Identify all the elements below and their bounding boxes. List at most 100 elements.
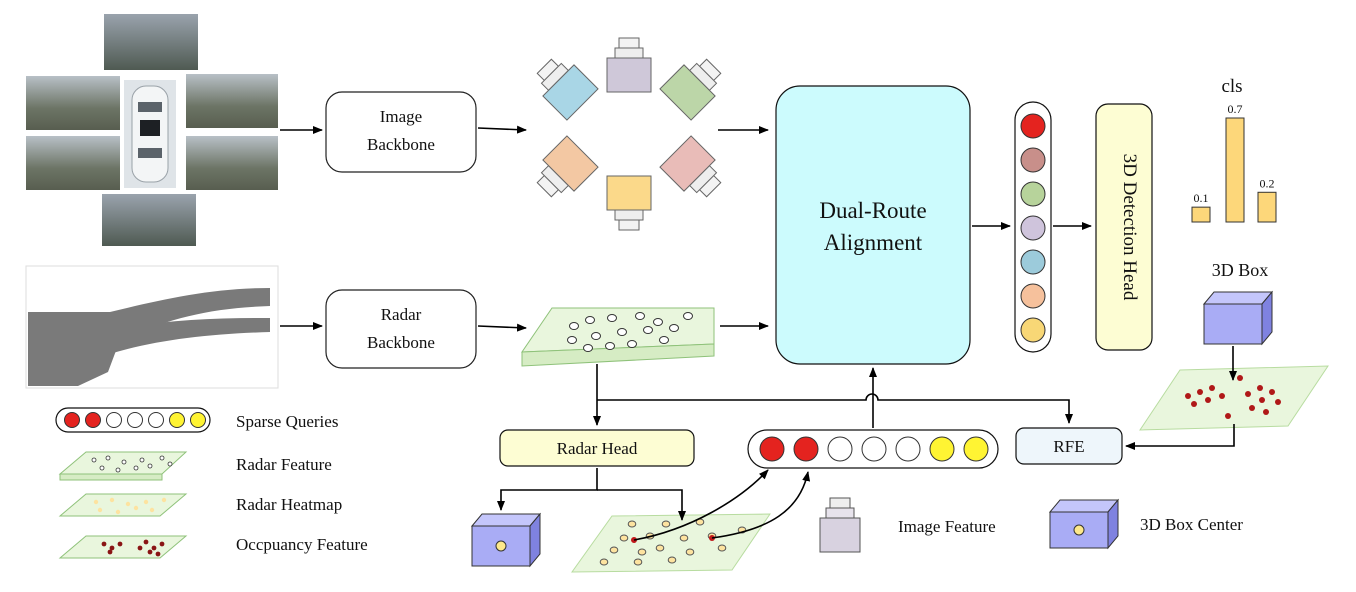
heatmap-point (679, 534, 689, 542)
query-column-dot (1020, 113, 1046, 139)
radar-head-label: Radar Head (557, 439, 638, 458)
sparse-query-dot (963, 436, 989, 462)
heatmap-point (717, 544, 727, 552)
legend-point (139, 457, 145, 463)
heatmap-point (609, 546, 619, 554)
legend-point (161, 497, 167, 503)
occupancy-point (1245, 391, 1251, 397)
legend-point (105, 455, 111, 461)
legend-occupancy-feature: Occpuancy Feature (58, 535, 368, 559)
query-column-dot (1020, 215, 1046, 241)
sparse-query-dot (895, 436, 921, 462)
heatmap-point (627, 520, 637, 528)
query-column-dot (1020, 317, 1046, 343)
radar-point (591, 332, 601, 340)
radar-point (659, 336, 669, 344)
legend-box-center: 3D Box Center (1048, 498, 1243, 550)
occupancy-point (1249, 405, 1255, 411)
legend-point (143, 539, 149, 545)
radar-point (617, 328, 627, 336)
camera-back-left (26, 136, 120, 190)
heatmap-point (655, 544, 665, 552)
sparse-query-dot (929, 436, 955, 462)
legend-query-dot (148, 412, 164, 428)
detection-head-label: 3D Detection Head (1119, 154, 1140, 301)
legend-point (143, 499, 149, 505)
radar-backbone-line2: Backbone (367, 333, 435, 352)
dual-route-line1: Dual-Route (819, 198, 926, 223)
connectors (280, 125, 1237, 541)
legend-point (137, 545, 143, 551)
camera-front-right (186, 74, 278, 128)
radar-point (567, 336, 577, 344)
radar-point (583, 344, 593, 352)
cls-bar-label: 0.2 (1260, 176, 1275, 190)
occupancy-point (1197, 389, 1203, 395)
heatmap-point (633, 558, 643, 566)
cls-chart: cls 0.10.70.2 (1191, 76, 1277, 223)
image-feature-stack-icon (536, 58, 599, 121)
radar-bev-image (25, 265, 279, 389)
radar-point (669, 324, 679, 332)
legend-sparse-queries: Sparse Queries (55, 407, 338, 433)
box-title: 3D Box (1212, 260, 1269, 280)
legend-point (109, 545, 115, 551)
occupancy-point (1205, 397, 1211, 403)
legend-point (125, 501, 131, 507)
heatmap-point (619, 534, 629, 542)
radar-point (605, 342, 615, 350)
radar-point (569, 322, 579, 330)
radar-point (643, 326, 653, 334)
legend-radar-feature-label: Radar Feature (236, 455, 332, 474)
radar-point (635, 312, 645, 320)
legend-radar-feature: Radar Feature (58, 451, 332, 481)
cls-bar-label: 0.1 (1194, 191, 1209, 205)
image-feature-stacks (536, 37, 722, 231)
sparse-query-row (747, 429, 999, 469)
query-column-dot (1020, 147, 1046, 173)
legend-occupancy-feature-label: Occpuancy Feature (236, 535, 368, 554)
legend-point (133, 465, 139, 471)
legend-query-dot (169, 412, 185, 428)
legend-point (97, 507, 103, 513)
query-column-dot (1020, 181, 1046, 207)
camera-back-right (186, 136, 278, 190)
heatmap-point (637, 548, 647, 556)
image-backbone-block: Image Backbone (325, 91, 477, 173)
legend-point (151, 545, 157, 551)
occupancy-point (1209, 385, 1215, 391)
image-feature-stack-icon (606, 37, 652, 93)
image-backbone-line2: Backbone (367, 135, 435, 154)
radar-backbone-block: Radar Backbone (325, 289, 477, 369)
image-feature-stack-icon (659, 135, 722, 198)
legend-point (147, 463, 153, 469)
legend-query-dot (190, 412, 206, 428)
occupancy-plane-right (1139, 365, 1329, 431)
heatmap-point (599, 558, 609, 566)
legend-radar-heatmap-label: Radar Heatmap (236, 495, 342, 514)
sparse-query-dot (861, 436, 887, 462)
image-feature-stack-icon (536, 135, 599, 198)
legend-point (121, 459, 127, 465)
occupancy-point (1257, 385, 1263, 391)
legend-query-dot (127, 412, 143, 428)
radar-point (585, 316, 595, 324)
cls-title: cls (1221, 76, 1242, 97)
occupancy-point (1225, 413, 1231, 419)
detection-head-block: 3D Detection Head (1095, 103, 1153, 351)
query-column-dot (1020, 249, 1046, 275)
legend-point (159, 541, 165, 547)
rfe-block: RFE (1015, 427, 1123, 465)
radar-head-block: Radar Head (499, 429, 695, 467)
legend-point (91, 457, 97, 463)
camera-front (104, 14, 198, 70)
radar-point (627, 340, 637, 348)
legend-point (159, 455, 165, 461)
image-backbone-line1: Image (380, 107, 422, 126)
legend-point (107, 549, 113, 555)
radar-point (653, 318, 663, 326)
legend-query-dot (64, 412, 80, 428)
occupancy-point (1219, 393, 1225, 399)
legend-point (167, 461, 173, 467)
cls-bar (1257, 191, 1277, 223)
